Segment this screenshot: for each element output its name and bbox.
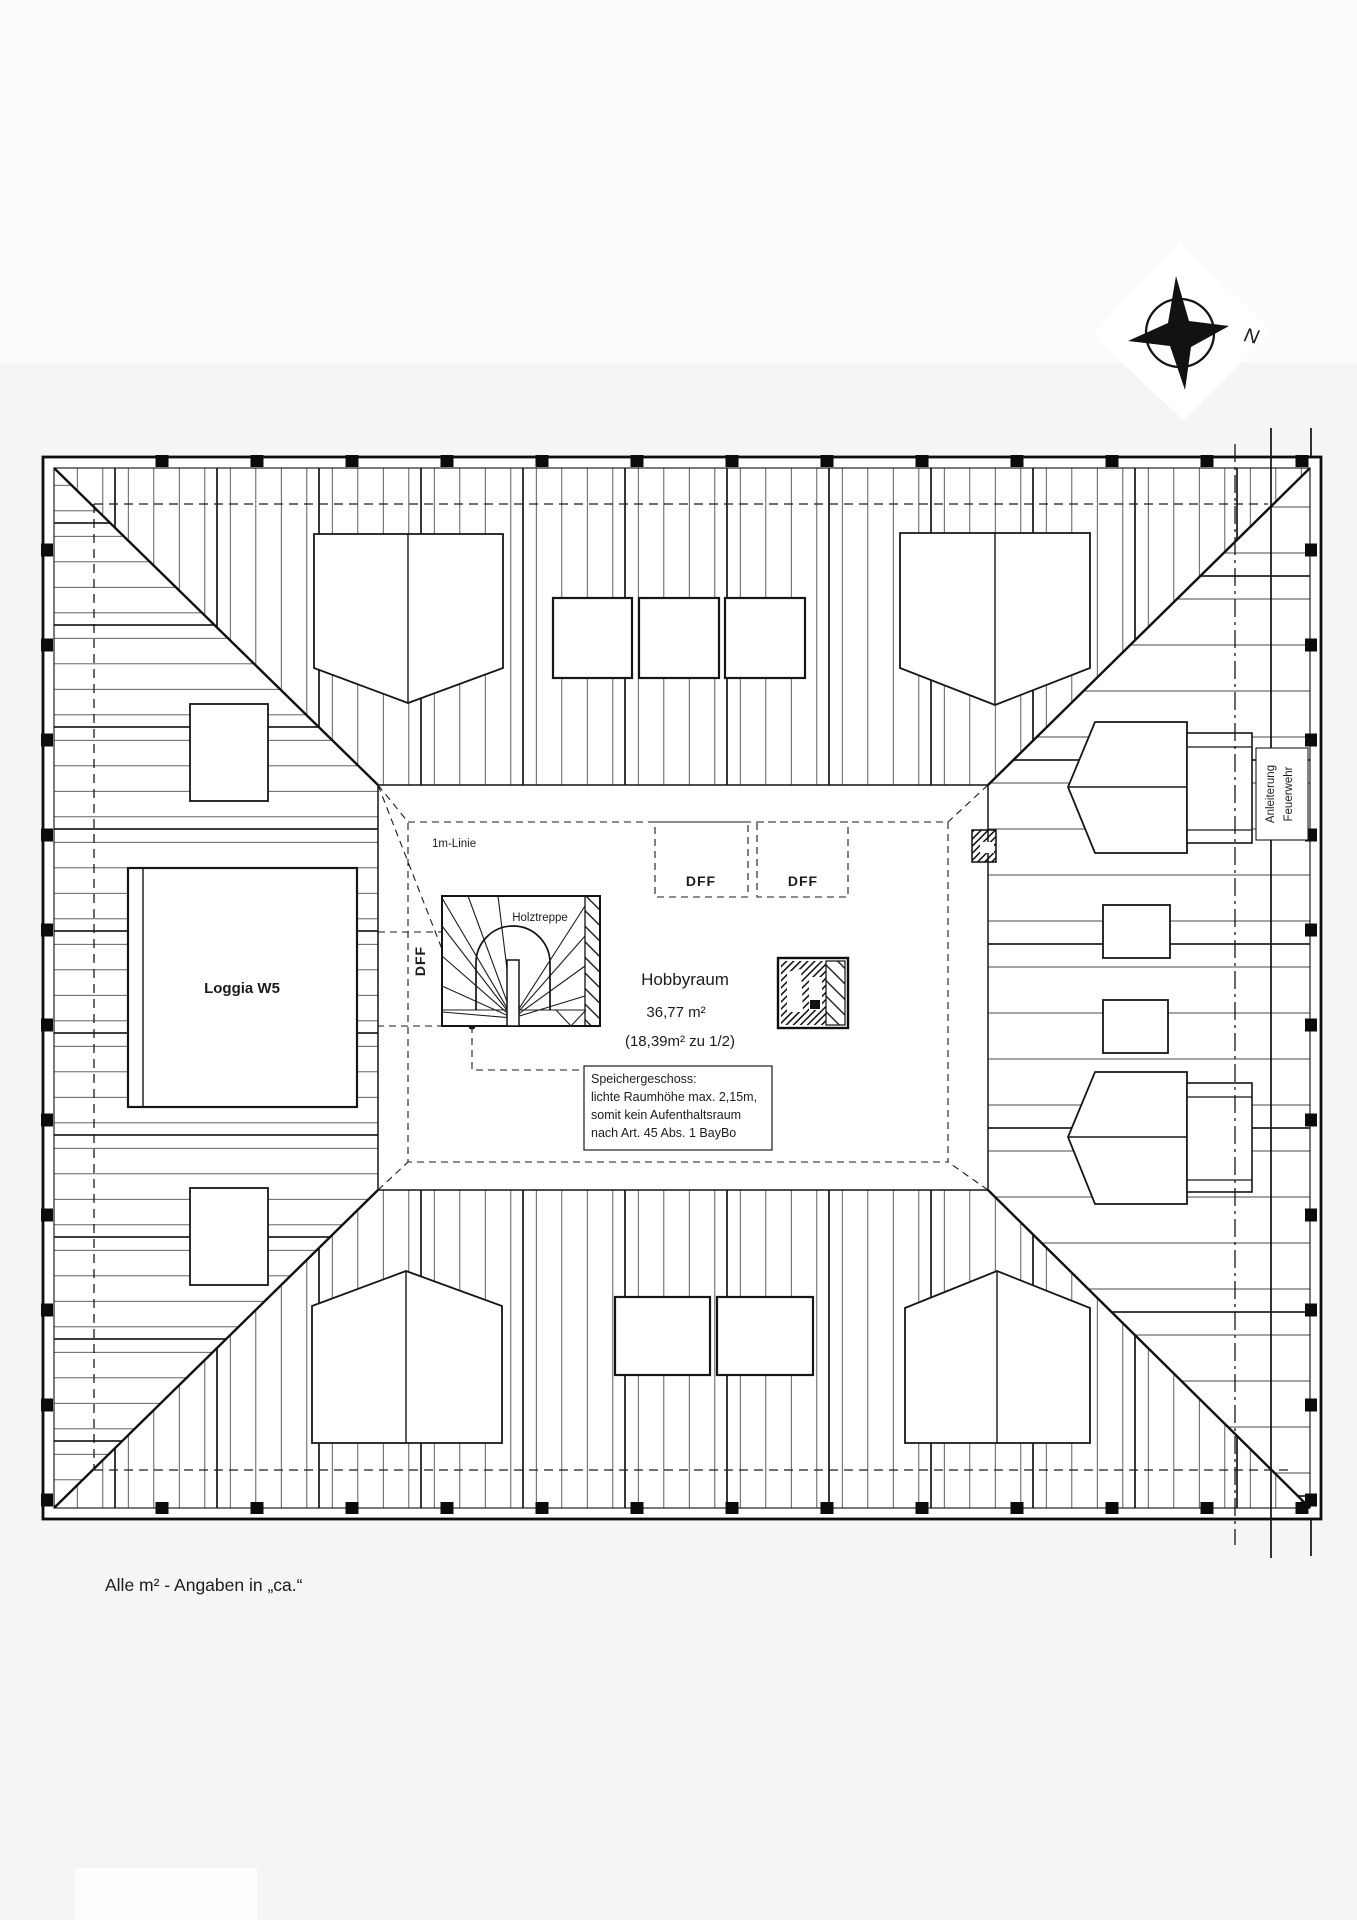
one-meter-line-label: 1m-Linie [432,838,476,850]
note-line-1: Speichergeschoss: [591,1072,697,1086]
loggia-w5 [126,866,359,1109]
stair-arc [475,925,551,1010]
dormer-south-right [904,1270,1091,1444]
dormer-east-bottom [1067,1071,1253,1205]
compass-rose: N [1092,243,1272,421]
roof-window-east-2 [1102,999,1169,1054]
roof-window-north-2 [637,596,721,680]
compass-north-label: N [1242,324,1261,349]
dormer-east-top [1067,721,1253,854]
roof-openings [126,532,1253,1444]
note-line-2: lichte Raumhöhe max. 2,15m, [591,1090,757,1104]
roof-window-south-2 [715,1295,815,1377]
fire-access-line-1: Anleiterung [1265,765,1277,823]
room-label-group: Hobbyraum 36,77 m² (18,39m² zu 1/2) [625,970,735,1050]
loggia-label: Loggia W5 [204,980,280,997]
dff-label-top-2: DFF [788,873,818,889]
fire-access-line-2: Feuerwehr [1283,766,1295,821]
one-meter-line [93,503,1292,1471]
stair-holztreppe: Holztreppe [441,895,601,1027]
hip-lines [53,467,1311,1509]
dff-box-top-2 [756,821,849,898]
note-line-4: nach Art. 45 Abs. 1 BayBo [591,1126,736,1140]
site-lines [1234,428,1312,1558]
roof-window-south-1 [613,1295,712,1377]
room-area: 36,77 m² [646,1004,705,1021]
dormer-south-left [311,1270,503,1444]
stair-label: Holztreppe [512,912,568,924]
stair-newel [506,959,520,1027]
roof-window-north-3 [723,596,807,680]
wall-tick-marks [41,455,1317,1514]
note-leader-line [471,1026,584,1071]
roof-window-east-1 [1102,904,1171,959]
note-box: Speichergeschoss: lichte Raumhöhe max. 2… [583,1065,773,1151]
stair-wall-strip [584,895,601,1027]
fire-access-label: Anleiterung Feuerwehr [1255,747,1309,841]
chimney-flue-1 [787,969,803,1012]
room-area-note: (18,39m² zu 1/2) [625,1033,735,1050]
caption: Alle m² - Angaben in „ca.“ [105,1575,303,1595]
chimney [776,956,850,1030]
compass-star-icon [1128,276,1229,390]
plan-border [41,455,1323,1521]
chimney-flue-strip [825,960,846,1026]
roof-window-north-1 [551,596,634,680]
dormer-north-right [899,532,1091,706]
note-line-3: somit kein Aufenthaltsraum [591,1108,741,1122]
roof-window-west-1 [189,703,269,802]
inner-height-lines [377,784,989,1191]
dormer-north-left [313,533,504,704]
dff-label-top-1: DFF [686,873,716,889]
roof-window-west-2 [189,1187,269,1286]
page-bottom-strip [75,1868,257,1920]
small-chimney [971,829,997,863]
dff-label-left: DFF [412,946,428,976]
room-name: Hobbyraum [641,970,729,989]
